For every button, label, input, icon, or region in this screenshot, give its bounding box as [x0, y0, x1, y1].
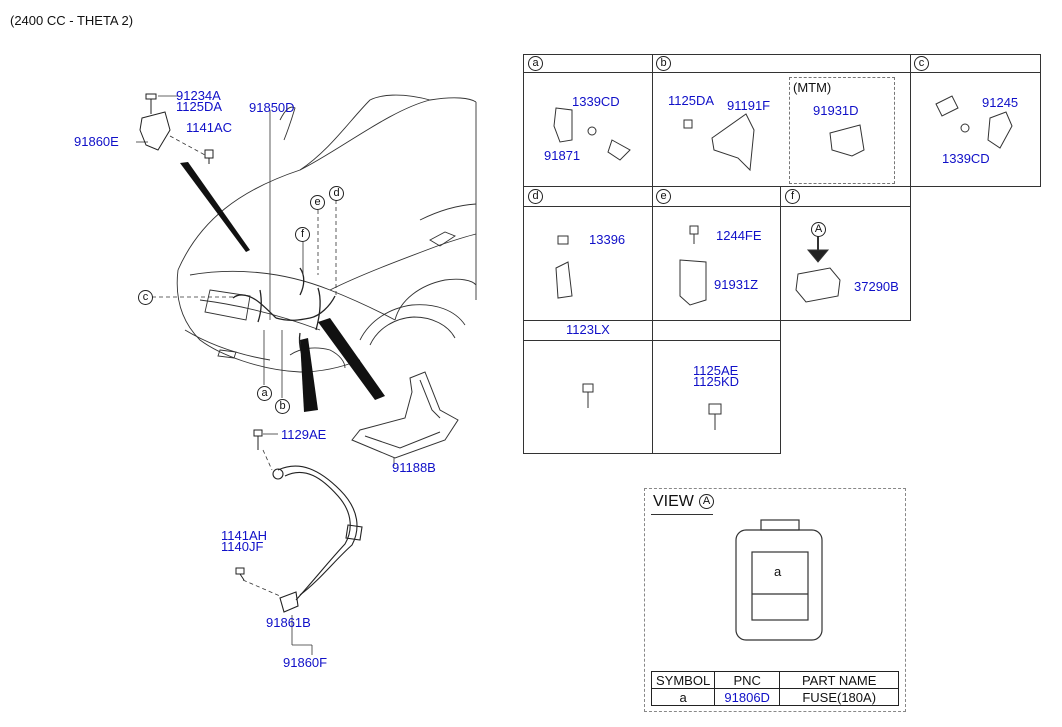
mtm-label: (MTM)	[793, 80, 832, 95]
fuse-table-header-row: SYMBOL PNC PART NAME	[650, 671, 900, 689]
cell-h-1125AE-label[interactable]: 1125AE	[693, 363, 739, 378]
view-a-title-underline	[651, 514, 713, 515]
small-hardware	[139, 93, 263, 581]
callout-a[interactable]: a	[257, 386, 272, 401]
cell-b-91191F-label[interactable]: 91191F	[727, 98, 771, 113]
leader-lines	[136, 95, 395, 655]
cell-b-letter: b	[656, 56, 671, 71]
cell-c-letter: c	[914, 56, 929, 71]
part-91871-shape	[553, 107, 573, 143]
part-91931D-shape	[829, 124, 865, 157]
part-91234A-label[interactable]: 91234A	[176, 88, 221, 103]
fuse-table: SYMBOL PNC PART NAME a 91806D FUSE(180A)	[650, 671, 900, 706]
cell-b-1125DA-label[interactable]: 1125DA	[668, 93, 715, 108]
part-91931Z-shape	[679, 259, 707, 306]
engine-spec-label: (2400 CC - THETA 2)	[10, 13, 134, 28]
part-91861B-label[interactable]: 91861B	[266, 615, 311, 630]
view-a-arrow-marker[interactable]: A	[811, 222, 826, 237]
part-1141AH-label[interactable]: 1141AH	[221, 528, 268, 543]
part-91860F-label[interactable]: 91860F	[283, 655, 328, 670]
part-91850D-label[interactable]: 91850D	[249, 100, 295, 115]
fuse-table-cell-pnc[interactable]: 91806D	[714, 688, 781, 706]
cell-b-91931D-label[interactable]: 91931D	[813, 103, 859, 118]
view-a-panel	[644, 488, 906, 712]
leader-swooshes	[180, 162, 385, 412]
cell-e-91931Z-label[interactable]: 91931Z	[714, 277, 759, 292]
callout-e[interactable]: e	[310, 195, 325, 210]
cell-f-37290B-label[interactable]: 37290B	[854, 279, 899, 294]
cell-d-13396-label[interactable]: 13396	[589, 232, 626, 247]
part-37290B-shape	[795, 267, 841, 303]
battery-cable	[272, 465, 363, 613]
fuse-table-cell-symbol: a	[650, 688, 716, 706]
mtm-variant-box	[789, 77, 895, 184]
fuse-table-header-pnc: PNC	[714, 671, 781, 689]
callout-d[interactable]: d	[329, 186, 344, 201]
bracket-91188B	[351, 371, 459, 459]
part-91188B-label[interactable]: 91188B	[392, 460, 436, 475]
fuse-table-header-part-name: PART NAME	[779, 671, 900, 689]
callout-f[interactable]: f	[295, 227, 310, 242]
callout-b[interactable]: b	[275, 399, 290, 414]
callout-c[interactable]: c	[138, 290, 153, 305]
wire-harness	[232, 267, 336, 371]
cell-a-91871-label[interactable]: 91871	[544, 148, 581, 163]
part-91191F-shape	[711, 113, 755, 172]
part-1141AC-label[interactable]: 1141AC	[186, 120, 233, 135]
cell-c-1339CD-label[interactable]: 1339CD	[942, 151, 990, 166]
part-1125DA-label[interactable]: 1125DA	[176, 99, 223, 114]
fuse-slot-label: a	[774, 564, 782, 579]
cell-h-1125KD-label[interactable]: 1125KD	[693, 374, 740, 389]
cell-f-letter: f	[785, 189, 800, 204]
part-1129AE-label[interactable]: 1129AE	[281, 427, 327, 442]
fuse-table-cell-part-name: FUSE(180A)	[779, 688, 900, 706]
fuse-table-row: a 91806D FUSE(180A)	[650, 688, 900, 706]
cell-e-letter: e	[656, 189, 671, 204]
cell-a-1339CD-label[interactable]: 1339CD	[572, 94, 620, 109]
part-91245-shape	[987, 111, 1013, 149]
cell-c-91245-label[interactable]: 91245	[982, 95, 1019, 110]
view-a-title: VIEW	[653, 493, 694, 510]
part-1140JF-label[interactable]: 1140JF	[221, 539, 264, 554]
view-a-title-letter: A	[699, 494, 714, 509]
fuse-table-header-symbol: SYMBOL	[650, 671, 716, 689]
part-91860E-label[interactable]: 91860E	[74, 134, 119, 149]
cell-a-letter: a	[528, 56, 543, 71]
cell-g-1123LX-header[interactable]: 1123LX	[566, 322, 610, 337]
fuse-box-drawing	[735, 519, 823, 641]
cell-d-letter: d	[528, 189, 543, 204]
cell-e-1244FE-label[interactable]: 1244FE	[716, 228, 762, 243]
